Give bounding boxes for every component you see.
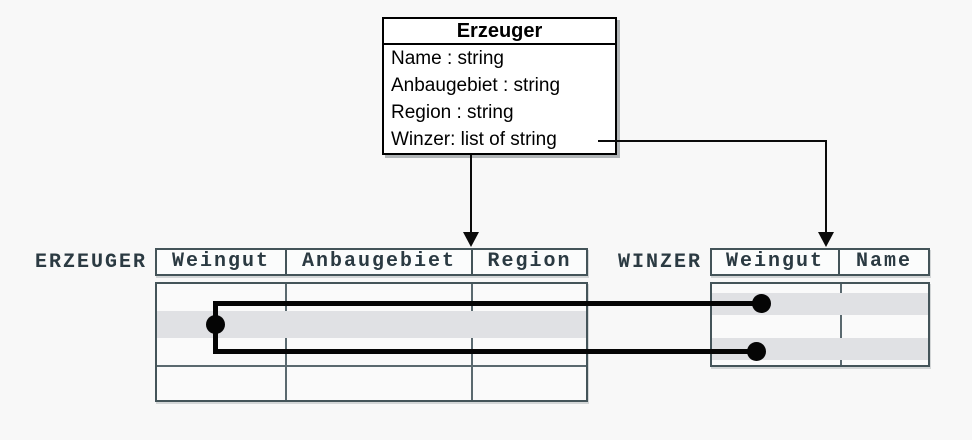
connector-dot-erzeuger: [206, 315, 225, 334]
erzeuger-header-row: Weingut Anbaugebiet Region: [155, 248, 588, 276]
winzer-highlighted-row: [712, 338, 928, 360]
erzeuger-row-divider: [157, 365, 586, 367]
erzeuger-column-divider: [471, 338, 473, 400]
arrow-winzer-horizontal-line: [598, 140, 827, 142]
connector-dot-winzer-row1: [752, 294, 771, 313]
class-attribute-list: Name : string Anbaugebiet : string Regio…: [384, 45, 615, 153]
relation-connector-bottom: [213, 349, 757, 354]
class-attribute-anbaugebiet: Anbaugebiet : string: [391, 75, 561, 96]
arrow-class-to-erzeuger-line: [470, 155, 472, 232]
erzeuger-column-divider: [471, 284, 473, 311]
erzeuger-header-weingut: Weingut: [157, 250, 287, 274]
erzeuger-table-label: ERZEUGER: [35, 251, 148, 274]
erzeuger-table-body: [155, 282, 588, 402]
relation-connector-top: [213, 301, 762, 306]
class-title: Erzeuger: [384, 19, 615, 45]
erzeuger-column-divider: [285, 338, 287, 400]
erzeuger-header-region: Region: [487, 250, 572, 273]
erzeuger-highlighted-row: [157, 311, 586, 338]
class-box-erzeuger: Erzeuger Name : string Anbaugebiet : str…: [382, 17, 617, 155]
class-attribute-name: Name : string: [391, 48, 504, 69]
erzeuger-column-divider: [285, 284, 287, 311]
arrow-winzer-vertical-line: [825, 140, 827, 232]
connector-dot-winzer-row2: [747, 342, 766, 361]
winzer-column-divider: [840, 360, 842, 365]
winzer-table-label: WINZER: [618, 251, 703, 274]
class-attribute-region: Region : string: [391, 102, 514, 123]
arrowhead-down-icon: [818, 232, 834, 247]
winzer-header-name: Name: [855, 250, 912, 273]
winzer-header-row: Weingut Name: [710, 248, 930, 276]
winzer-column-divider: [840, 284, 842, 293]
winzer-column-divider: [840, 315, 842, 338]
class-attribute-winzer: Winzer: list of string: [391, 129, 557, 150]
arrowhead-down-icon: [463, 232, 479, 247]
winzer-table-body: [710, 282, 930, 367]
erzeuger-header-anbaugebiet: Anbaugebiet: [287, 250, 473, 274]
winzer-header-weingut: Weingut: [712, 250, 840, 274]
